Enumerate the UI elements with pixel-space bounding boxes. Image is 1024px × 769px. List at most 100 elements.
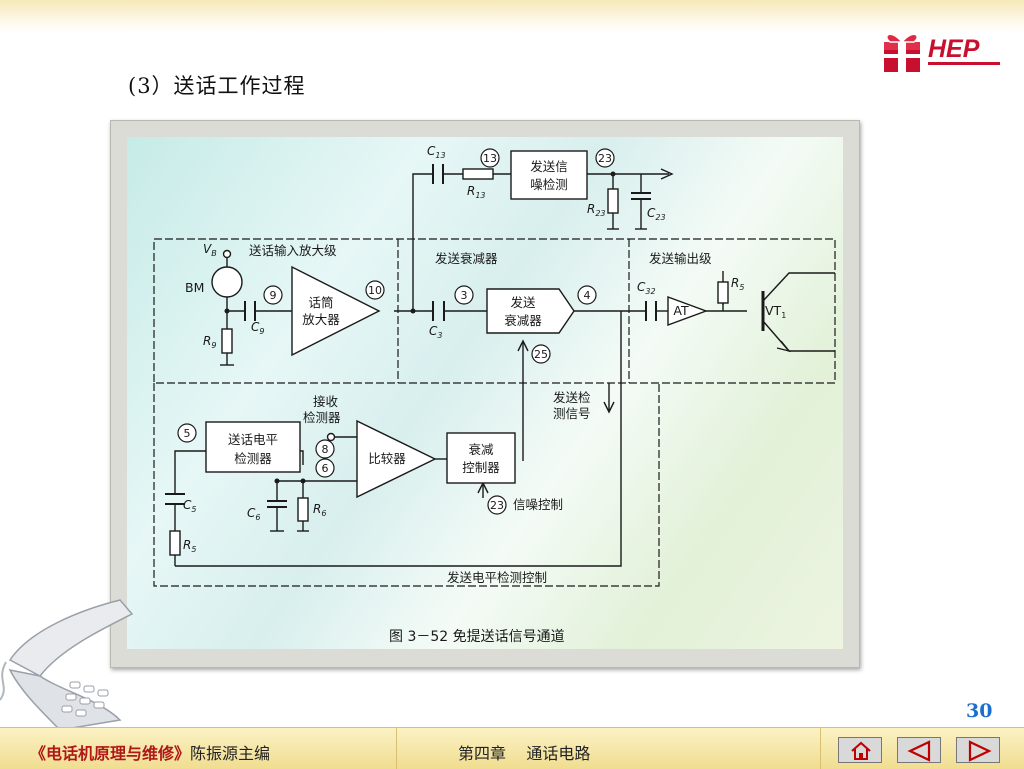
label-r5-sub: 5 bbox=[191, 545, 196, 554]
section-output-label: 发送输出级 bbox=[649, 251, 712, 266]
node-10: 10 bbox=[368, 284, 382, 297]
atten-ctrl-label-2: 控制器 bbox=[462, 460, 500, 475]
footer-editor: 陈振源主编 bbox=[190, 744, 271, 763]
node-23: 23 bbox=[598, 152, 612, 165]
label-r9: R bbox=[203, 334, 211, 348]
label-vb-sub: B bbox=[211, 249, 217, 258]
telephone-decoration bbox=[0, 590, 160, 731]
svg-text:C23: C23 bbox=[647, 206, 666, 222]
prev-button[interactable] bbox=[897, 737, 941, 763]
footer-divider bbox=[396, 728, 397, 769]
label-c32: C bbox=[637, 280, 646, 294]
label-c32-sub: 32 bbox=[645, 287, 655, 296]
node-25: 25 bbox=[534, 348, 548, 361]
block-mic-amp bbox=[291, 265, 381, 357]
label-c6: C bbox=[247, 506, 256, 520]
node-23-control: 23 bbox=[490, 499, 504, 512]
label-vt1: VT bbox=[765, 303, 782, 318]
node-6: 6 bbox=[322, 462, 329, 475]
noise-detect-label-1: 发送信 bbox=[530, 159, 568, 174]
node-5: 5 bbox=[184, 427, 191, 440]
label-c23-sub: 23 bbox=[655, 213, 665, 222]
send-detect-signal-label-2: 测信号 bbox=[553, 406, 591, 421]
label-r6: R bbox=[313, 502, 321, 516]
prev-arrow-icon bbox=[907, 740, 931, 762]
svg-text:R13: R13 bbox=[467, 184, 486, 200]
node-3: 3 bbox=[461, 289, 468, 302]
label-r23-sub: 23 bbox=[595, 209, 605, 218]
label-r5-output: R bbox=[731, 276, 739, 290]
atten-ctrl-label-1: 衰减 bbox=[468, 442, 494, 457]
svg-text:C6: C6 bbox=[247, 506, 260, 522]
svg-text:R5: R5 bbox=[731, 276, 744, 292]
section-attenuator-label: 发送衰减器 bbox=[435, 251, 498, 266]
home-icon bbox=[851, 741, 871, 760]
noise-detect-label-2: 噪检测 bbox=[530, 177, 568, 192]
label-c5-sub: 5 bbox=[191, 505, 196, 514]
level-detect-label-2: 检测器 bbox=[234, 451, 272, 466]
svg-text:C3: C3 bbox=[429, 324, 442, 340]
svg-text:R6: R6 bbox=[313, 502, 326, 518]
next-button[interactable] bbox=[956, 737, 1000, 763]
label-c9: C bbox=[251, 320, 260, 334]
level-detect-label-1: 送话电平 bbox=[228, 432, 278, 447]
label-vt1-sub: 1 bbox=[781, 311, 786, 320]
page-number: 30 bbox=[966, 700, 993, 722]
block-comparator bbox=[356, 419, 437, 499]
label-r9-sub: 9 bbox=[211, 341, 216, 350]
home-button[interactable] bbox=[838, 737, 882, 763]
next-arrow-icon bbox=[968, 740, 992, 762]
label-c13: C bbox=[427, 144, 436, 158]
recv-detect-label-1: 接收 bbox=[313, 394, 339, 409]
top-decor-band bbox=[0, 0, 1024, 34]
slide-title: (3）送话工作过程 bbox=[128, 74, 306, 98]
svg-text:R5: R5 bbox=[183, 538, 196, 554]
svg-text:R9: R9 bbox=[203, 334, 216, 350]
send-detect-signal-label-1: 发送检 bbox=[553, 390, 591, 405]
label-vb: V bbox=[203, 242, 212, 256]
label-r5: R bbox=[183, 538, 191, 552]
recv-detect-label-2: 检测器 bbox=[303, 410, 341, 425]
node-9: 9 bbox=[270, 289, 277, 302]
hep-logo-text: HEP bbox=[928, 35, 980, 63]
footer-book-title: 《电话机原理与维修》 bbox=[30, 744, 191, 763]
svg-text:R23: R23 bbox=[587, 202, 606, 218]
label-r6-sub: 6 bbox=[321, 509, 326, 518]
footer-book-info: 《电话机原理与维修》陈振源主编 bbox=[30, 740, 270, 764]
label-bm: BM bbox=[185, 280, 204, 295]
svg-text:VB: VB bbox=[203, 242, 217, 258]
label-c6-sub: 6 bbox=[255, 513, 260, 522]
footer-divider bbox=[820, 728, 821, 769]
block-noise-detect bbox=[510, 150, 588, 200]
label-c9-sub: 9 bbox=[259, 327, 264, 336]
svg-text:C9: C9 bbox=[251, 320, 264, 336]
block-level-detect bbox=[205, 421, 301, 473]
diagram-frame: 13 23 9 10 3 4 25 5 8 6 23 发送信 噪检测 话筒 放大… bbox=[110, 120, 860, 668]
block-send-atten bbox=[486, 288, 575, 334]
block-at bbox=[667, 295, 709, 327]
label-r13-sub: 13 bbox=[475, 191, 485, 200]
label-r13: R bbox=[467, 184, 475, 198]
node-4: 4 bbox=[584, 289, 591, 302]
label-c13-sub: 13 bbox=[435, 151, 445, 160]
send-atten-label-2: 衰减器 bbox=[504, 313, 542, 328]
figure-caption: 图 3－52 免提送话信号通道 bbox=[389, 629, 565, 645]
block-atten-ctrl bbox=[446, 432, 516, 484]
svg-text:C5: C5 bbox=[183, 498, 196, 514]
node-13: 13 bbox=[483, 152, 497, 165]
hep-logo: HEP bbox=[876, 24, 1006, 80]
mic-amp-label-2: 放大器 bbox=[302, 312, 340, 327]
label-r5-output-sub: 5 bbox=[739, 283, 744, 292]
svg-text:C32: C32 bbox=[637, 280, 656, 296]
snr-control-label: 信噪控制 bbox=[513, 497, 563, 512]
label-c3-sub: 3 bbox=[437, 331, 442, 340]
send-level-ctrl-label: 发送电平检测控制 bbox=[447, 570, 547, 585]
svg-text:VT1: VT1 bbox=[765, 303, 786, 320]
section-input-label: 送话输入放大级 bbox=[249, 243, 337, 258]
mic-bm bbox=[211, 266, 243, 298]
label-c3: C bbox=[429, 324, 438, 338]
node-8: 8 bbox=[322, 443, 329, 456]
svg-text:C13: C13 bbox=[427, 144, 446, 160]
label-c5: C bbox=[183, 498, 192, 512]
at-label: AT bbox=[673, 303, 689, 318]
